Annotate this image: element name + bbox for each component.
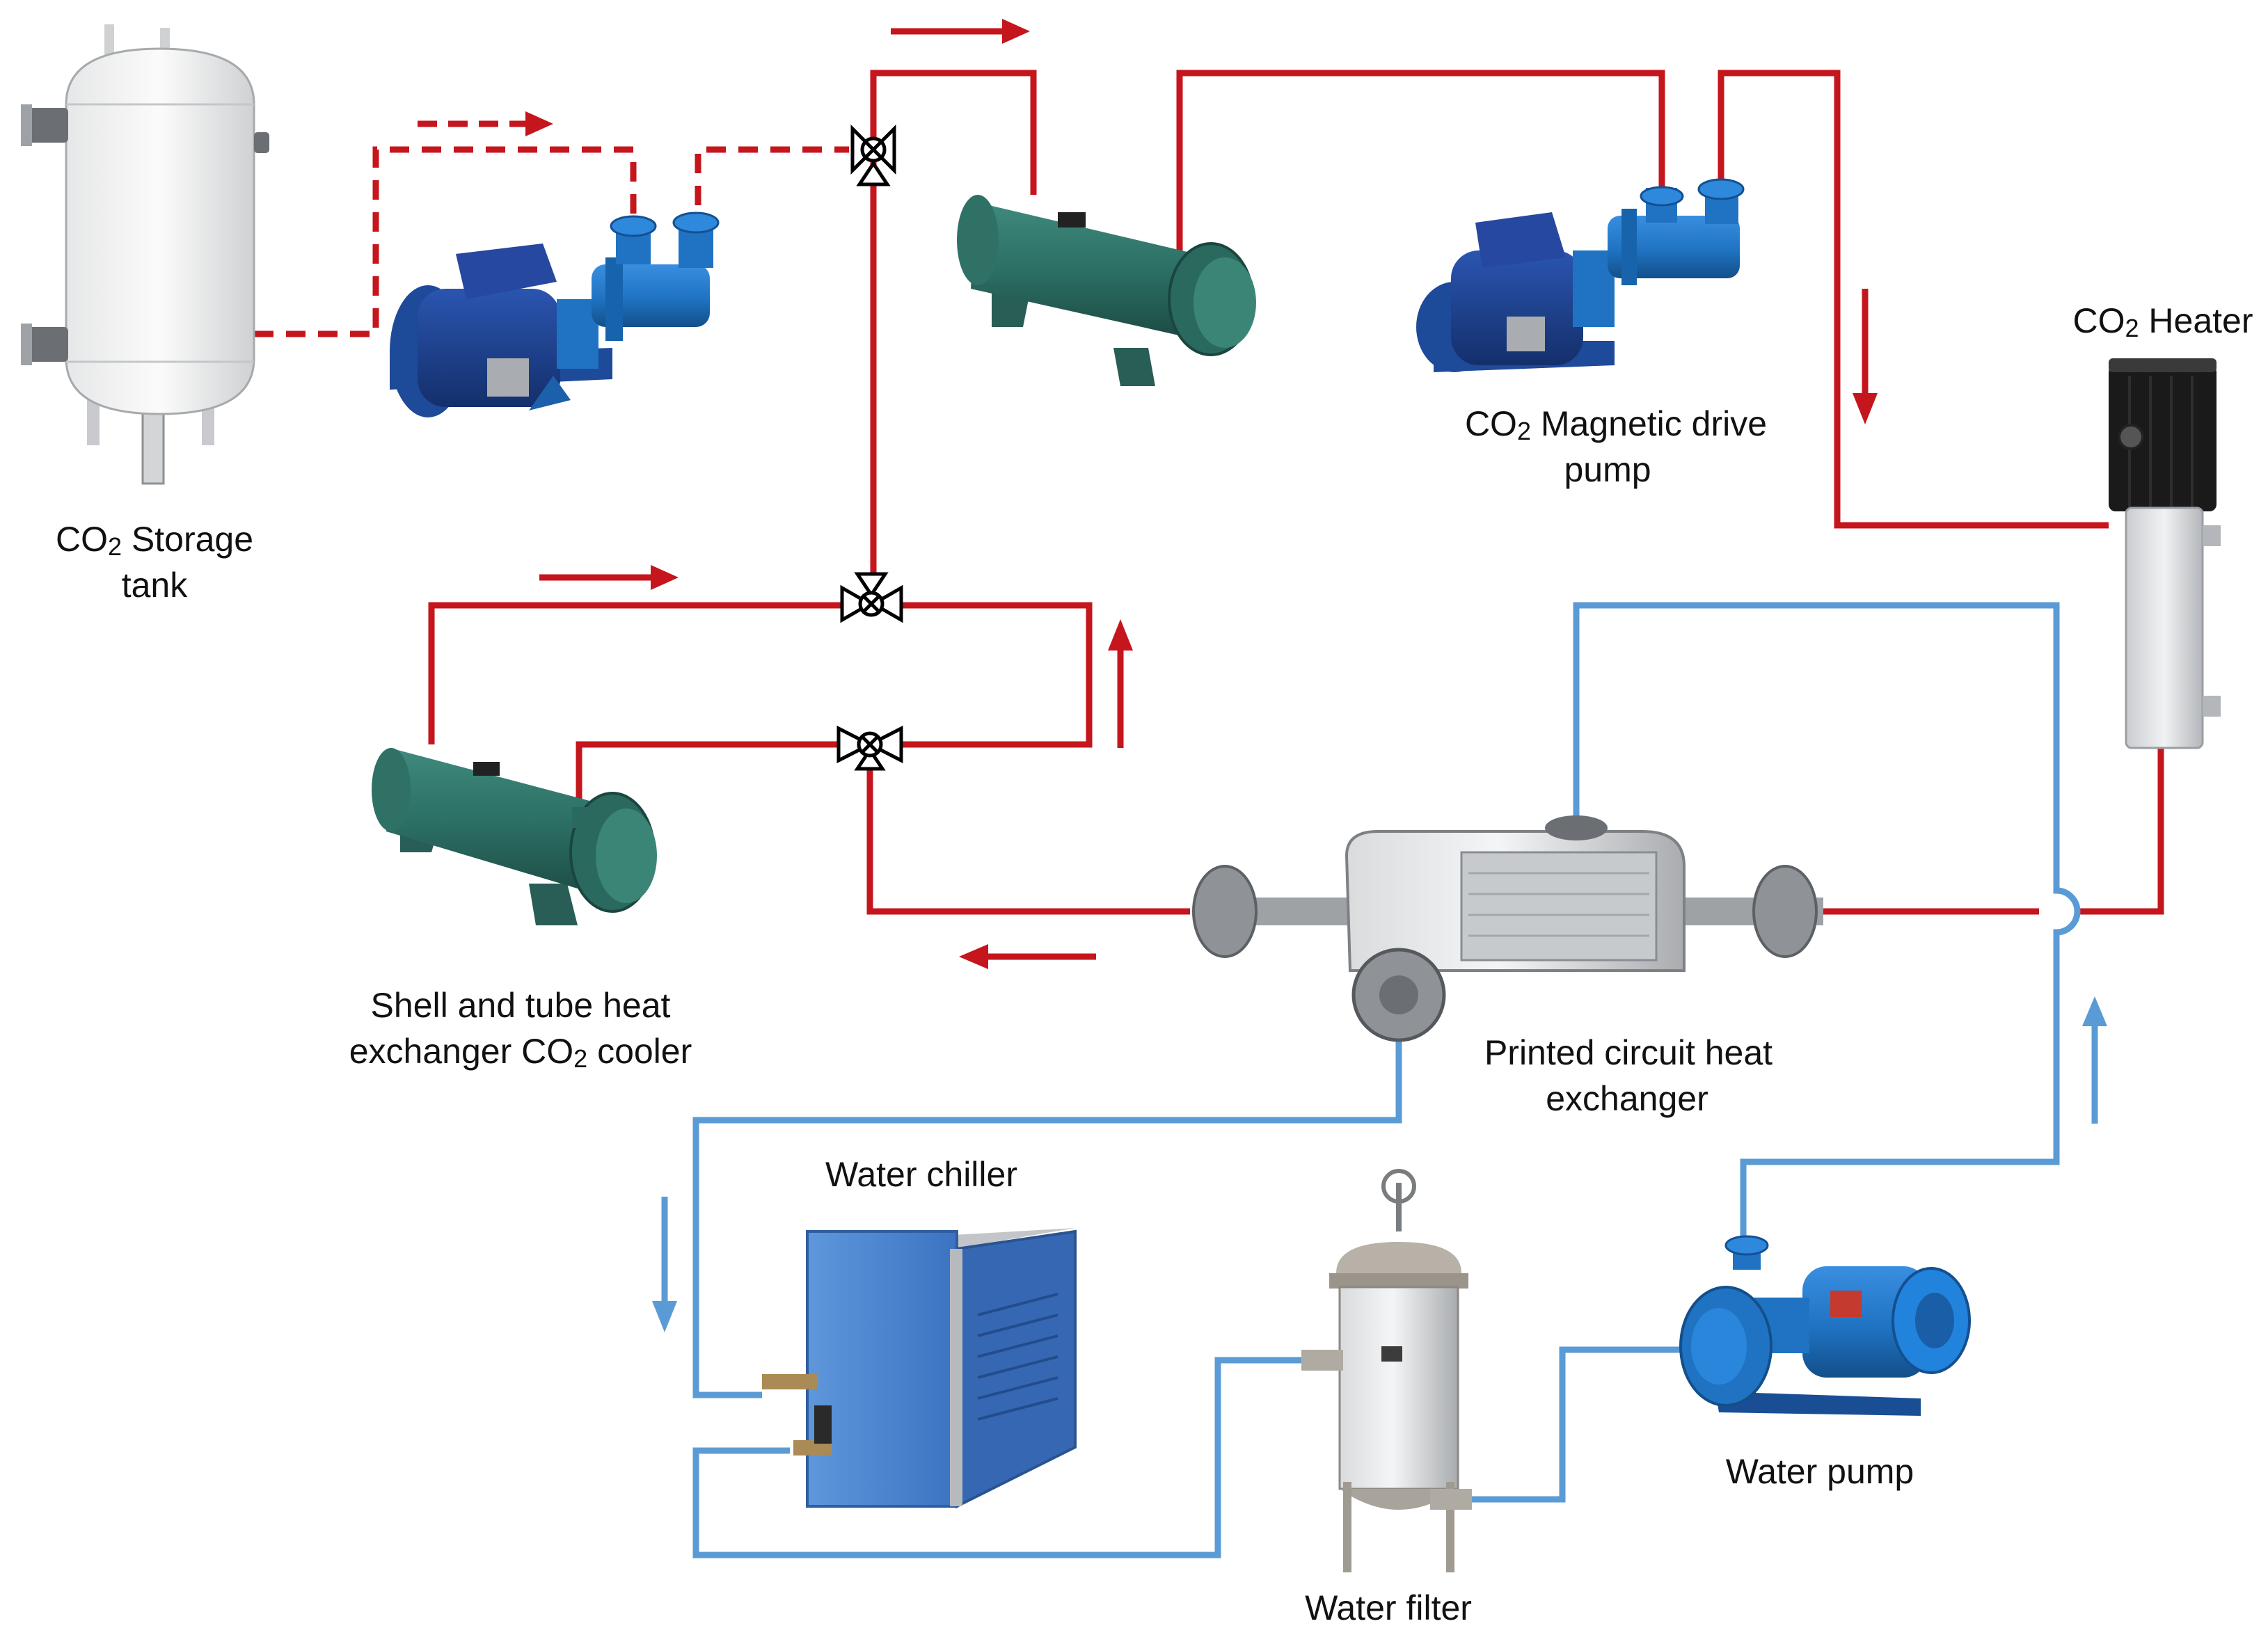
water-chiller-label: Water chiller (825, 1155, 1017, 1194)
co2-piping (254, 70, 2164, 915)
printed-circuit-heat-exchanger-icon (1192, 815, 1823, 1042)
water-flow-arrows (652, 996, 2107, 1332)
svg-text:pump: pump (1564, 450, 1651, 489)
feed-pump-discharge-line (695, 146, 849, 205)
pche-to-chiller-water-line (692, 1023, 1402, 1398)
magnetic-drive-pump-label: CO2 Magnetic drive pump (1465, 404, 1767, 489)
three-way-valve-middle[interactable] (840, 572, 903, 623)
pche-label: Printed circuit heat exchanger (1484, 1033, 1773, 1118)
water-filter-icon (1301, 1169, 1472, 1572)
pche-to-pump-water-line (1573, 602, 2081, 1245)
svg-text:tank: tank (122, 566, 189, 605)
cooler-return-line (576, 741, 842, 817)
magnetic-drive-pump-icon (1416, 178, 1745, 372)
cooler-loop-upper-line (428, 602, 849, 744)
co2-heater-icon (2109, 358, 2221, 749)
main-riser-line (870, 70, 1037, 195)
flow-arrow-icon (418, 111, 553, 136)
co2-feed-pump-icon (390, 212, 720, 417)
co2-storage-tank-icon (21, 24, 269, 485)
svg-text:Shell and tube heat: Shell and tube heat (371, 986, 671, 1025)
water-filter-label: Water filter (1305, 1588, 1472, 1627)
flow-arrow-icon (539, 565, 679, 590)
svg-text:exchanger: exchanger (1546, 1079, 1708, 1118)
storage-tank-label: CO2 Storage tank (56, 520, 253, 605)
three-way-valve-bottom[interactable] (836, 725, 903, 771)
flow-arrow-icon (652, 1197, 677, 1332)
co2-flow-arrows (418, 19, 1878, 969)
svg-text:CO2 Heater: CO2 Heater (2073, 301, 2253, 342)
water-piping (692, 602, 2081, 1558)
cooler-loop-right-line (898, 602, 1093, 748)
three-way-valve-top[interactable] (850, 124, 896, 186)
precooler-to-mag-pump-line (1176, 70, 1665, 257)
flow-arrow-icon (1853, 289, 1878, 424)
chiller-to-filter-water-line (692, 1357, 1308, 1558)
filter-to-pump-water-line (1468, 1346, 1691, 1503)
water-pump-icon (1679, 1235, 1971, 1416)
water-pump-label: Water pump (1726, 1452, 1914, 1491)
flow-arrow-icon (2082, 996, 2107, 1124)
flow-arrow-icon (891, 19, 1030, 44)
shell-tube-cooler-label: Shell and tube heat exchanger CO2 cooler (349, 986, 692, 1073)
pche-to-valve-line (866, 755, 1190, 915)
precooler-heat-exchanger-icon (957, 195, 1256, 386)
flow-arrow-icon (959, 944, 1096, 969)
co2-heater-label: CO2 Heater (2073, 301, 2253, 342)
co2-cooler-heat-exchanger-icon (372, 748, 657, 925)
heater-to-pche-line (2077, 744, 2164, 915)
flow-arrow-icon (1108, 619, 1133, 748)
svg-text:CO2 Storage: CO2 Storage (56, 520, 253, 561)
svg-text:exchanger CO2 cooler: exchanger CO2 cooler (349, 1032, 692, 1073)
svg-text:Printed circuit heat: Printed circuit heat (1484, 1033, 1773, 1072)
mag-pump-to-heater-line (1718, 70, 2109, 529)
tank-to-feed-pump-line (254, 146, 637, 337)
water-chiller-icon (762, 1228, 1077, 1509)
svg-text:CO2 Magnetic drive: CO2 Magnetic drive (1465, 404, 1767, 445)
